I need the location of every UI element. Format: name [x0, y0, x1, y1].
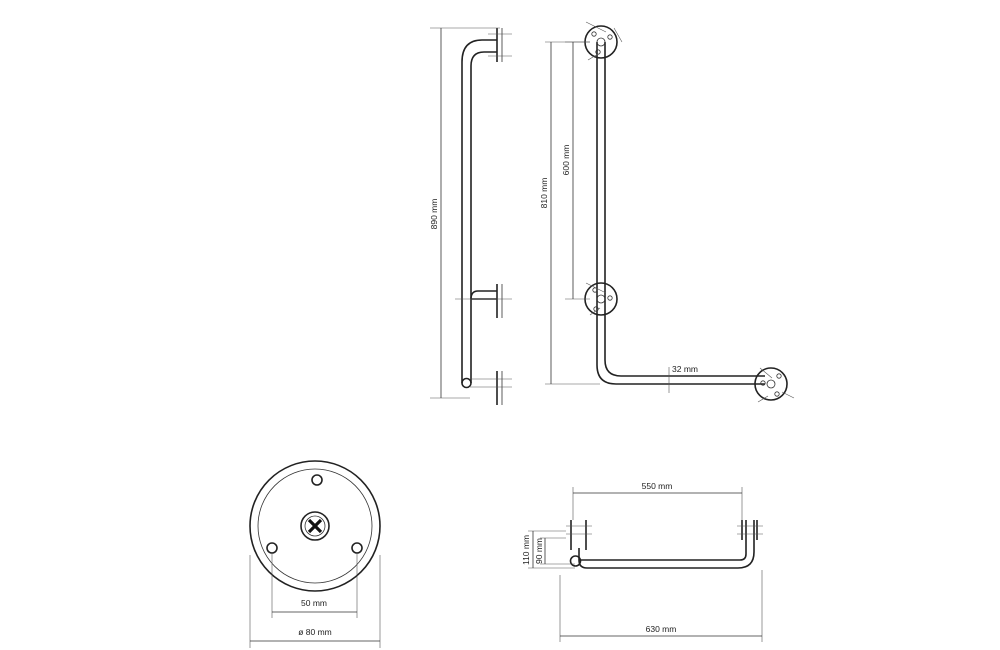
dim-110-label: 110 mm — [521, 535, 531, 565]
dim-890-label: 890 mm — [429, 199, 439, 230]
flange-detail: 50 mm ø 80 mm — [249, 460, 381, 648]
dim-50-label: 50 mm — [301, 598, 327, 608]
side-view: 890 mm — [429, 27, 512, 405]
dim-630-label: 630 mm — [646, 624, 677, 634]
dim-550-label: 550 mm — [642, 481, 673, 491]
dim-600-label: 600 mm — [561, 145, 571, 176]
dim-810-label: 810 mm — [539, 178, 549, 209]
front-view: 810 mm 600 mm 32 mm — [539, 21, 795, 403]
dim-80-label: ø 80 mm — [298, 627, 332, 637]
dim-90-label: 90 mm — [534, 538, 544, 564]
top-view: 550 mm 630 mm 110 mm 90 mm — [521, 481, 763, 642]
dim-32-label: 32 mm — [672, 364, 698, 374]
